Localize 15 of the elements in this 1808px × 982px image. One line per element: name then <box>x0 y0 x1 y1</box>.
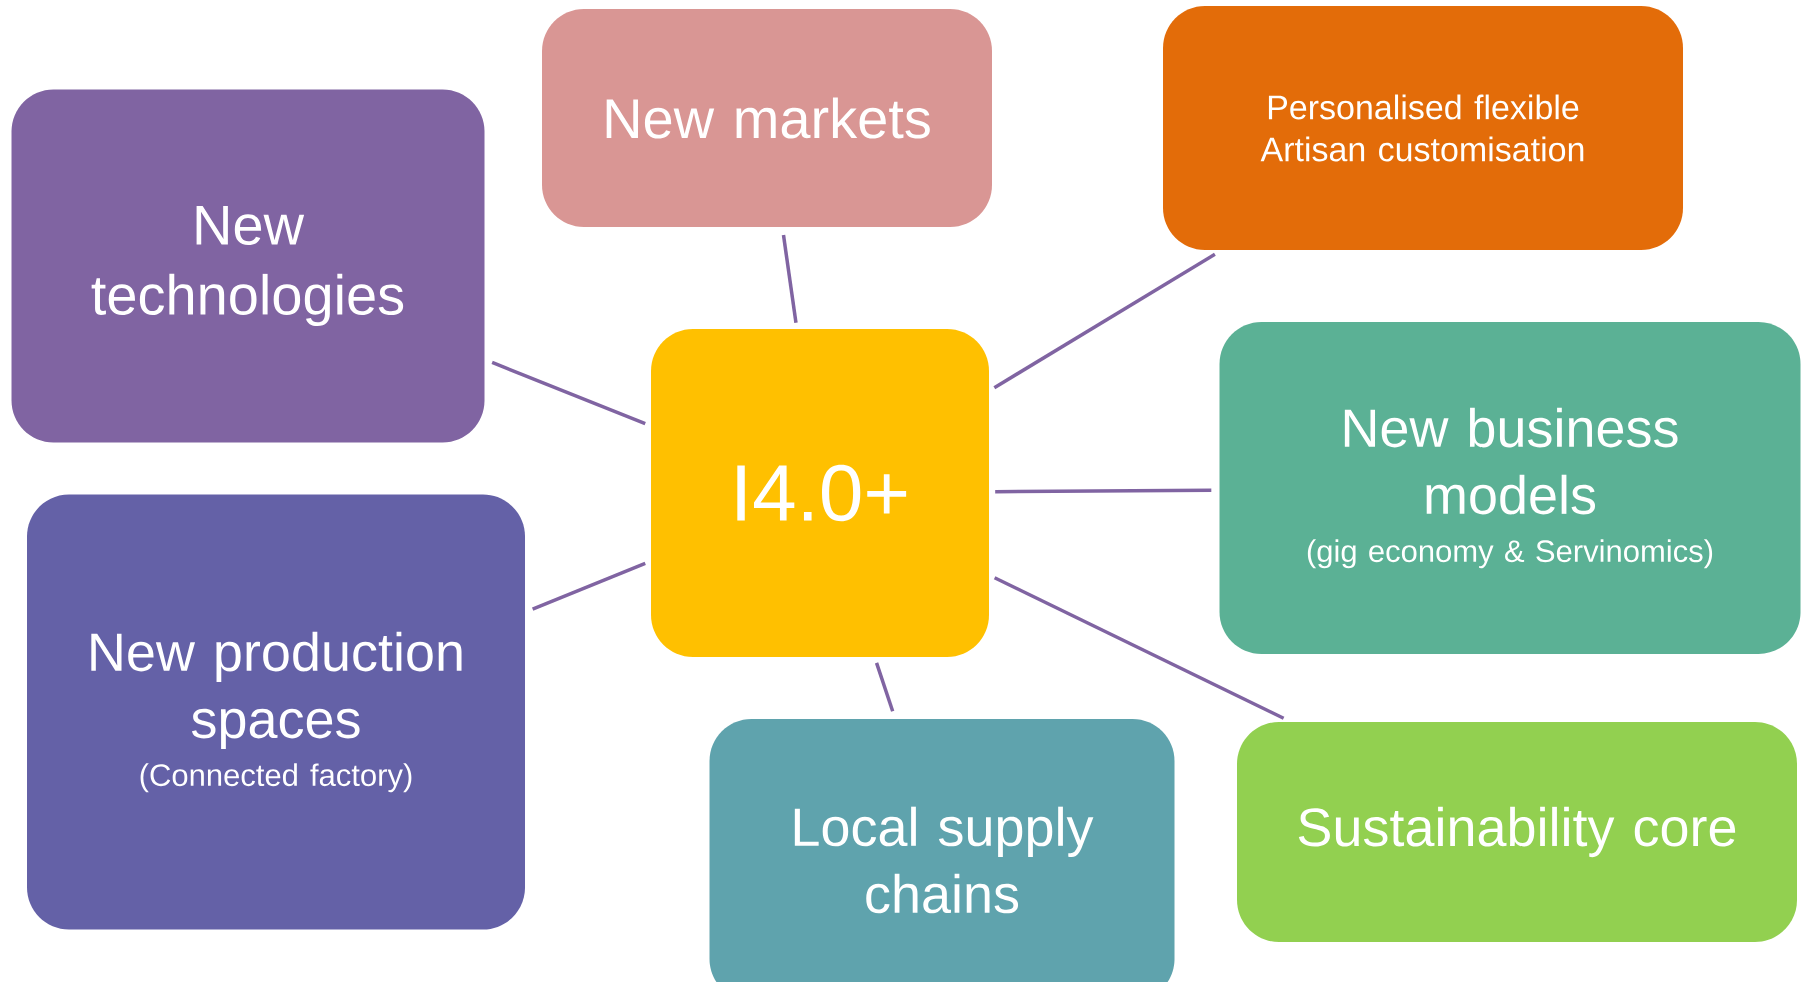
connector-line <box>491 360 646 426</box>
topic-box: Local supply chains <box>709 719 1175 982</box>
topic-box: New markets <box>542 9 992 227</box>
topic-box: New production spaces (Connected factory) <box>27 494 525 930</box>
connector-line <box>995 488 1212 494</box>
topic-box: New business models (gig economy & Servinomics) <box>1219 322 1801 654</box>
connector-line <box>874 662 895 712</box>
connector-line <box>993 252 1216 390</box>
connector-line <box>781 234 798 324</box>
topic-box: Sustainability core <box>1237 722 1797 942</box>
connector-line <box>993 576 1285 720</box>
connector-line <box>531 561 646 611</box>
topic-box: I4.0+ <box>651 329 989 657</box>
topic-box: New technologies <box>11 89 485 443</box>
topic-box: Personalised flexible Artisan customisation <box>1163 6 1683 250</box>
